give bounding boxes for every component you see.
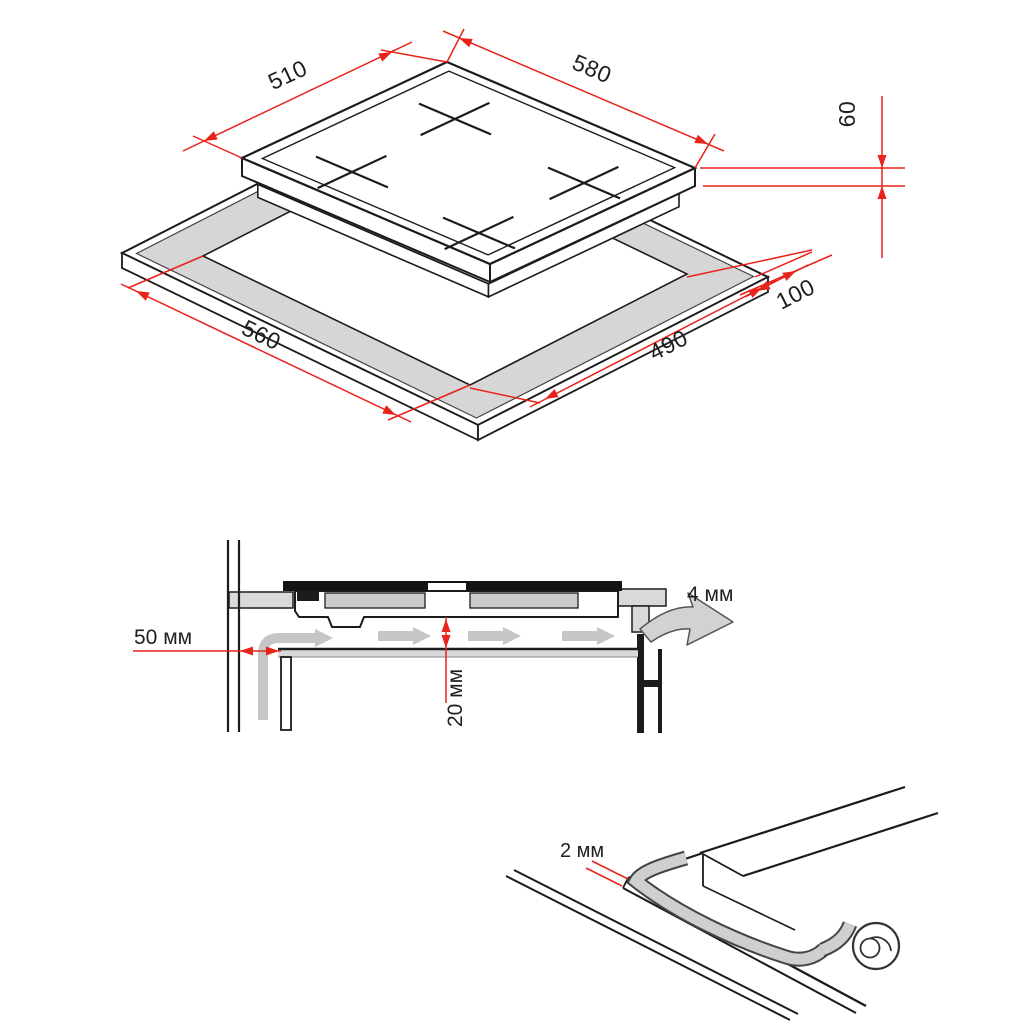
burner-box-right [469, 592, 579, 609]
isometric-cutout-view: 510 580 60 560 [119, 28, 905, 442]
airflow-arrow-inlet [258, 633, 315, 720]
hob-glass-top [239, 60, 698, 266]
burner-cross-front [442, 215, 516, 251]
burner-cross-right [547, 165, 621, 201]
dim-580-label: 580 [569, 49, 616, 89]
glass-section-left [283, 581, 428, 591]
airflow-arrows [258, 592, 734, 720]
dim-60-label: 60 [834, 101, 860, 128]
airflow-arrowhead [503, 627, 521, 645]
airflow-arrowhead [597, 627, 615, 645]
arrowhead [204, 131, 218, 141]
arrowhead [757, 281, 771, 291]
dimension-50mm [133, 646, 281, 656]
dimension-2mm [585, 860, 629, 887]
seal-detail-view: 2 мм [505, 785, 939, 1021]
arrowhead [545, 389, 559, 399]
dim-4mm-label: 4 мм [687, 583, 733, 606]
hob-glass-inner-border [260, 70, 677, 256]
arrowhead [382, 405, 396, 415]
dimension-60 [700, 96, 905, 258]
burner-cross-back [418, 101, 492, 137]
shelf-support [280, 656, 292, 731]
wall [226, 540, 241, 732]
arrowhead [877, 155, 887, 168]
airflow-arrowhead [315, 629, 333, 647]
burner-box-small [297, 591, 319, 601]
dim-50mm-label: 50 мм [134, 626, 192, 649]
countertop-edge-lines [505, 869, 799, 1021]
vent-exit-arrow [639, 592, 734, 646]
arrowhead [459, 38, 473, 48]
glass-section-right [466, 581, 622, 591]
burner-cross-left [315, 154, 389, 190]
dim-510-label: 510 [264, 55, 311, 95]
dimension-580 [442, 28, 725, 169]
dimension-20mm [441, 617, 451, 703]
arrowhead [136, 291, 150, 301]
arrowhead [877, 186, 887, 199]
arrowhead [694, 134, 708, 144]
burner-box-left [324, 592, 426, 609]
seal-strip [626, 850, 858, 967]
dim-20mm-label: 20 мм [444, 669, 467, 727]
dim-2mm-label: 2 мм [560, 840, 604, 862]
dimension-560 [120, 255, 471, 423]
shelf [278, 649, 638, 657]
seal-tape-roll [851, 921, 901, 971]
arrowhead [378, 52, 392, 62]
dimension-490 [469, 249, 813, 408]
back-panel [637, 634, 662, 733]
section-clearance-view: 50 мм 20 мм 4 мм [133, 540, 734, 733]
airflow-arrowhead [413, 627, 431, 645]
arrowhead [782, 271, 796, 281]
